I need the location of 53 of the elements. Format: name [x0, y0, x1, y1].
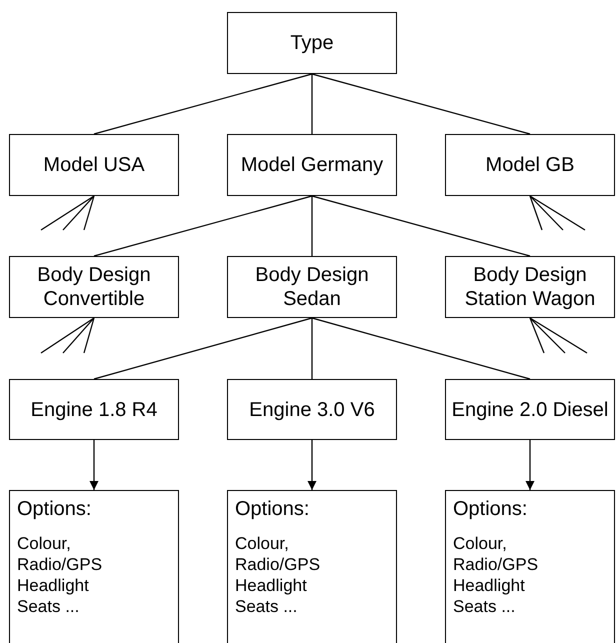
connector-line	[83, 196, 95, 230]
options-box	[445, 490, 615, 643]
connector-line	[312, 317, 530, 380]
options-box	[227, 490, 397, 643]
connector-line	[83, 318, 95, 354]
connector-line	[311, 74, 313, 134]
node-label: Body Design Station Wagon	[464, 263, 596, 311]
process-box	[227, 134, 397, 196]
process-box	[9, 256, 179, 318]
connector-line	[311, 318, 313, 379]
options-heading: Options:	[17, 497, 92, 521]
options-heading: Options:	[453, 497, 528, 521]
arrow	[308, 440, 316, 490]
arrow	[90, 440, 98, 490]
node-label: Type	[290, 31, 334, 55]
process-box	[227, 12, 397, 74]
process-box	[445, 134, 615, 196]
node-label: Engine 2.0 Diesel	[452, 398, 608, 422]
connector-line	[530, 196, 586, 230]
options-list: Colour, Radio/GPS Headlight Seats ...	[453, 533, 538, 617]
connector-line	[529, 318, 545, 354]
connector-line	[40, 196, 94, 230]
node-label: Model GB	[486, 153, 574, 177]
process-box	[227, 256, 397, 318]
connector-line	[312, 195, 530, 257]
node-label: Model Germany	[240, 153, 384, 177]
options-box	[9, 490, 179, 643]
connector-line	[312, 73, 530, 135]
connector-line	[62, 318, 94, 354]
process-box	[227, 379, 397, 440]
connector-line	[311, 196, 313, 256]
connector-line	[40, 318, 94, 354]
arrow	[526, 440, 534, 490]
node-label: Model USA	[43, 153, 145, 177]
connector-line	[530, 196, 564, 230]
process-box	[445, 256, 615, 318]
node-label: Body Design Convertible	[36, 263, 152, 311]
connector-line	[62, 196, 94, 230]
node-label: Body Design Sedan	[254, 263, 370, 311]
options-list: Colour, Radio/GPS Headlight Seats ...	[17, 533, 102, 617]
connector-line	[94, 73, 312, 135]
process-box	[445, 379, 615, 440]
node-label: Engine 1.8 R4	[30, 398, 158, 422]
process-box	[9, 134, 179, 196]
node-label: Engine 3.0 V6	[249, 398, 375, 422]
connector-line	[94, 195, 312, 257]
options-list: Colour, Radio/GPS Headlight Seats ...	[235, 533, 320, 617]
connector-line	[530, 317, 588, 354]
connector-line	[94, 317, 312, 380]
options-heading: Options:	[235, 497, 310, 521]
connector-line	[529, 196, 543, 230]
process-box	[9, 379, 179, 440]
connector-line	[530, 318, 566, 354]
